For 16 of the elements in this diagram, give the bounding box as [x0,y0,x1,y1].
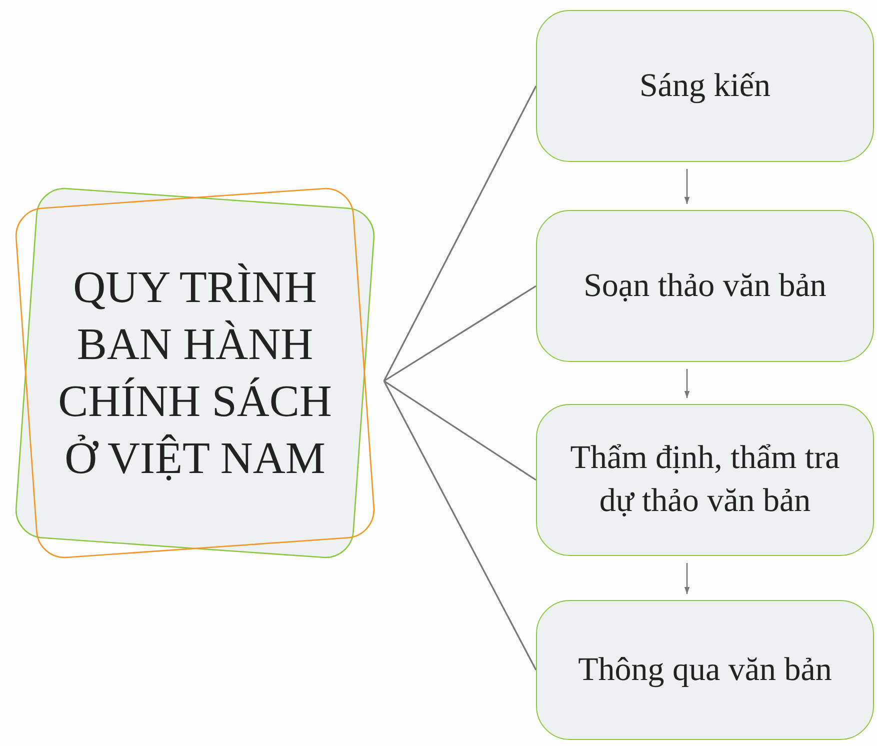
process-box [536,10,874,162]
step-label: Soạn thảo văn bản [582,266,828,306]
step-label: Thẩm định, thẩm tra dự thảo văn bản [569,439,841,521]
process-box [536,210,874,362]
connector-line [384,285,536,382]
arrow [684,169,690,204]
title-text: QUY TRÌNH BAN HÀNH CHÍNH SÁCH Ở VIỆT NAM [57,260,333,486]
connector-line [384,380,536,481]
process-box [536,600,874,740]
arrow [684,563,690,594]
connector-line [383,380,537,670]
arrow [684,369,690,398]
step-label: Thông qua văn bản [577,650,833,690]
connector-line [383,86,537,382]
process-box [536,404,874,556]
step-label: Sáng kiến [638,66,772,106]
